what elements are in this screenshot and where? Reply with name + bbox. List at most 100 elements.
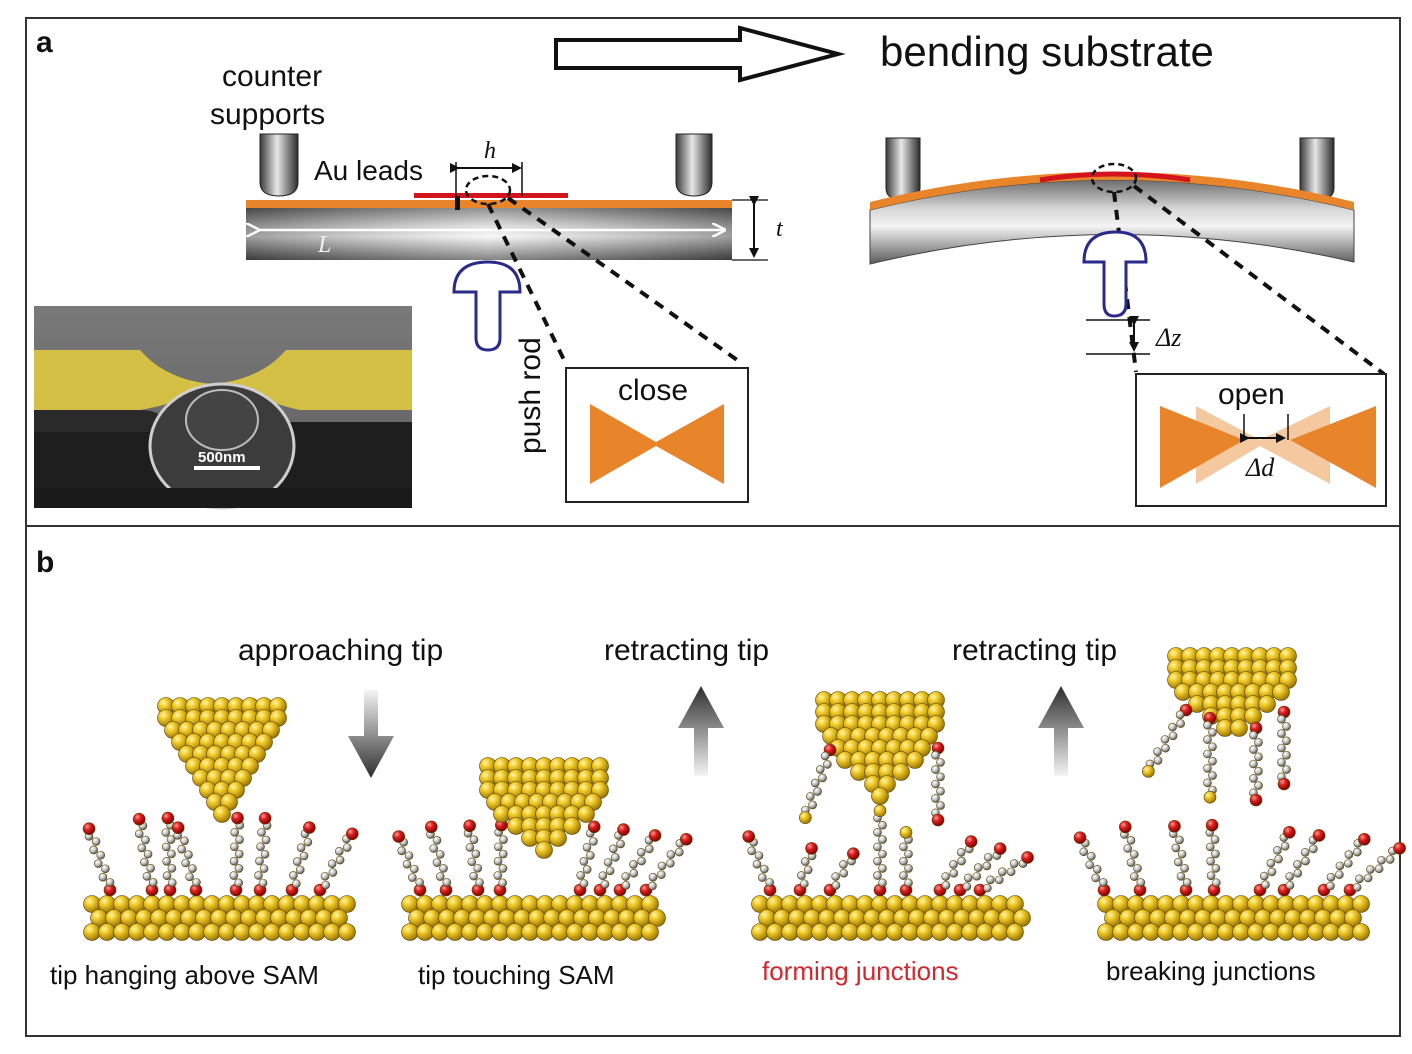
- gold-atom: [871, 787, 889, 805]
- carbon-atom: [982, 861, 992, 871]
- left-support-icon: [259, 133, 299, 197]
- carbon-atom: [299, 851, 309, 861]
- carbon-atom: [808, 800, 817, 810]
- gold-atom: [856, 923, 874, 941]
- end-group-atom: [231, 811, 244, 825]
- carbon-atom: [140, 857, 149, 867]
- bent-zoom-line-right: [1132, 184, 1386, 376]
- panel-b-frame: [25, 525, 1401, 1037]
- carbon-atom: [1177, 849, 1187, 859]
- end-group-atom: [648, 829, 662, 842]
- carbon-atom: [320, 871, 330, 881]
- flat-substrate-assembly: L Au leads h t push rod close: [246, 133, 784, 503]
- gold-atom: [991, 923, 1009, 941]
- carbon-atom: [499, 835, 508, 844]
- carbon-atom: [936, 758, 945, 767]
- carbon-atom: [1079, 847, 1089, 857]
- gold-atom: [446, 923, 464, 941]
- end-group-atom: [345, 827, 359, 841]
- gold-substrate: [751, 895, 1031, 941]
- carbon-atom: [1174, 857, 1183, 867]
- carbon-atom: [813, 787, 822, 796]
- carbon-atom: [432, 858, 442, 867]
- gold-atom: [323, 923, 341, 941]
- carbon-atom: [1129, 850, 1139, 859]
- carbon-atom: [1282, 765, 1291, 774]
- carbon-atom: [603, 857, 613, 867]
- alkanethiol-chain: [823, 847, 860, 897]
- carbon-atom: [758, 873, 767, 882]
- carbon-atom: [1208, 742, 1217, 752]
- carbon-atom: [1301, 856, 1310, 866]
- end-group-atom: [847, 847, 860, 860]
- gold-atom: [549, 829, 567, 847]
- carbon-atom: [234, 849, 244, 859]
- gold-atom: [648, 909, 666, 927]
- carbon-atom: [1300, 847, 1310, 857]
- carbon-atom: [192, 878, 201, 887]
- alkanethiol-chain: [1317, 832, 1371, 897]
- gold-atom: [173, 923, 191, 941]
- carbon-atom: [878, 878, 887, 888]
- carbon-atom: [949, 868, 959, 878]
- caption-breaking-junctions: breaking junctions: [1106, 956, 1316, 986]
- carbon-atom: [820, 751, 830, 761]
- carbon-atom: [1363, 873, 1373, 883]
- gold-atom: [1142, 923, 1160, 941]
- carbon-atom: [657, 861, 667, 871]
- alkanethiol-chain: [1277, 829, 1326, 897]
- carbon-atom: [666, 859, 675, 868]
- panel-a-label: a: [36, 26, 53, 59]
- carbon-atom: [1261, 880, 1270, 890]
- delta-z-label: Δz: [1155, 323, 1181, 352]
- alkanethiol-chain: [793, 842, 818, 897]
- carbon-atom: [1254, 766, 1263, 776]
- carbon-atom: [621, 881, 631, 890]
- gold-atom: [596, 923, 614, 941]
- caption-tip-touching: tip touching SAM: [418, 960, 615, 990]
- carbon-atom: [335, 855, 345, 865]
- gold-atom: [1232, 923, 1250, 941]
- end-group-atom: [1249, 793, 1263, 807]
- gold-atom: [1277, 923, 1295, 941]
- carbon-atom: [498, 849, 508, 859]
- gold-atom: [563, 817, 581, 835]
- carbon-atom: [657, 870, 666, 879]
- carbon-atom: [1249, 759, 1258, 769]
- carbon-atom: [493, 871, 503, 880]
- carbon-atom: [493, 856, 503, 866]
- step-label-retracting-2: retracting tip: [952, 634, 1117, 667]
- bent-left-support-icon: [885, 137, 921, 201]
- carbon-atom: [1210, 835, 1220, 844]
- carbon-atom: [475, 878, 484, 887]
- end-group-atom: [258, 811, 272, 825]
- gold-atom: [1217, 923, 1235, 941]
- carbon-atom: [598, 871, 608, 880]
- carbon-atom: [469, 835, 479, 844]
- carbon-atom: [1249, 745, 1258, 754]
- carbon-atom: [962, 882, 972, 891]
- carbon-atom: [645, 844, 654, 854]
- carbon-atom: [1274, 854, 1283, 864]
- down-arrow-icon: [348, 690, 394, 778]
- carbon-atom: [611, 853, 620, 862]
- carbon-atom: [931, 765, 940, 774]
- alkanethiol-chain: [613, 829, 662, 897]
- carbon-atom: [1211, 849, 1220, 859]
- carbon-atom: [328, 868, 338, 877]
- gold-atom: [98, 923, 116, 941]
- carbon-atom: [1277, 758, 1286, 767]
- bent-right-support-icon: [1299, 137, 1335, 201]
- carbon-atom: [1203, 735, 1212, 744]
- carbon-atom: [609, 844, 618, 854]
- carbon-atom: [258, 878, 268, 888]
- carbon-atom: [181, 858, 190, 868]
- alkanethiol-chain: [1343, 841, 1406, 897]
- counter-supports-label-2: supports: [210, 98, 325, 131]
- end-group-atom: [742, 830, 755, 843]
- carbon-atom: [931, 794, 940, 803]
- carbon-atom: [402, 859, 412, 869]
- end-group-atom: [1168, 819, 1181, 833]
- carbon-atom: [473, 863, 483, 873]
- gold-atom: [871, 923, 889, 941]
